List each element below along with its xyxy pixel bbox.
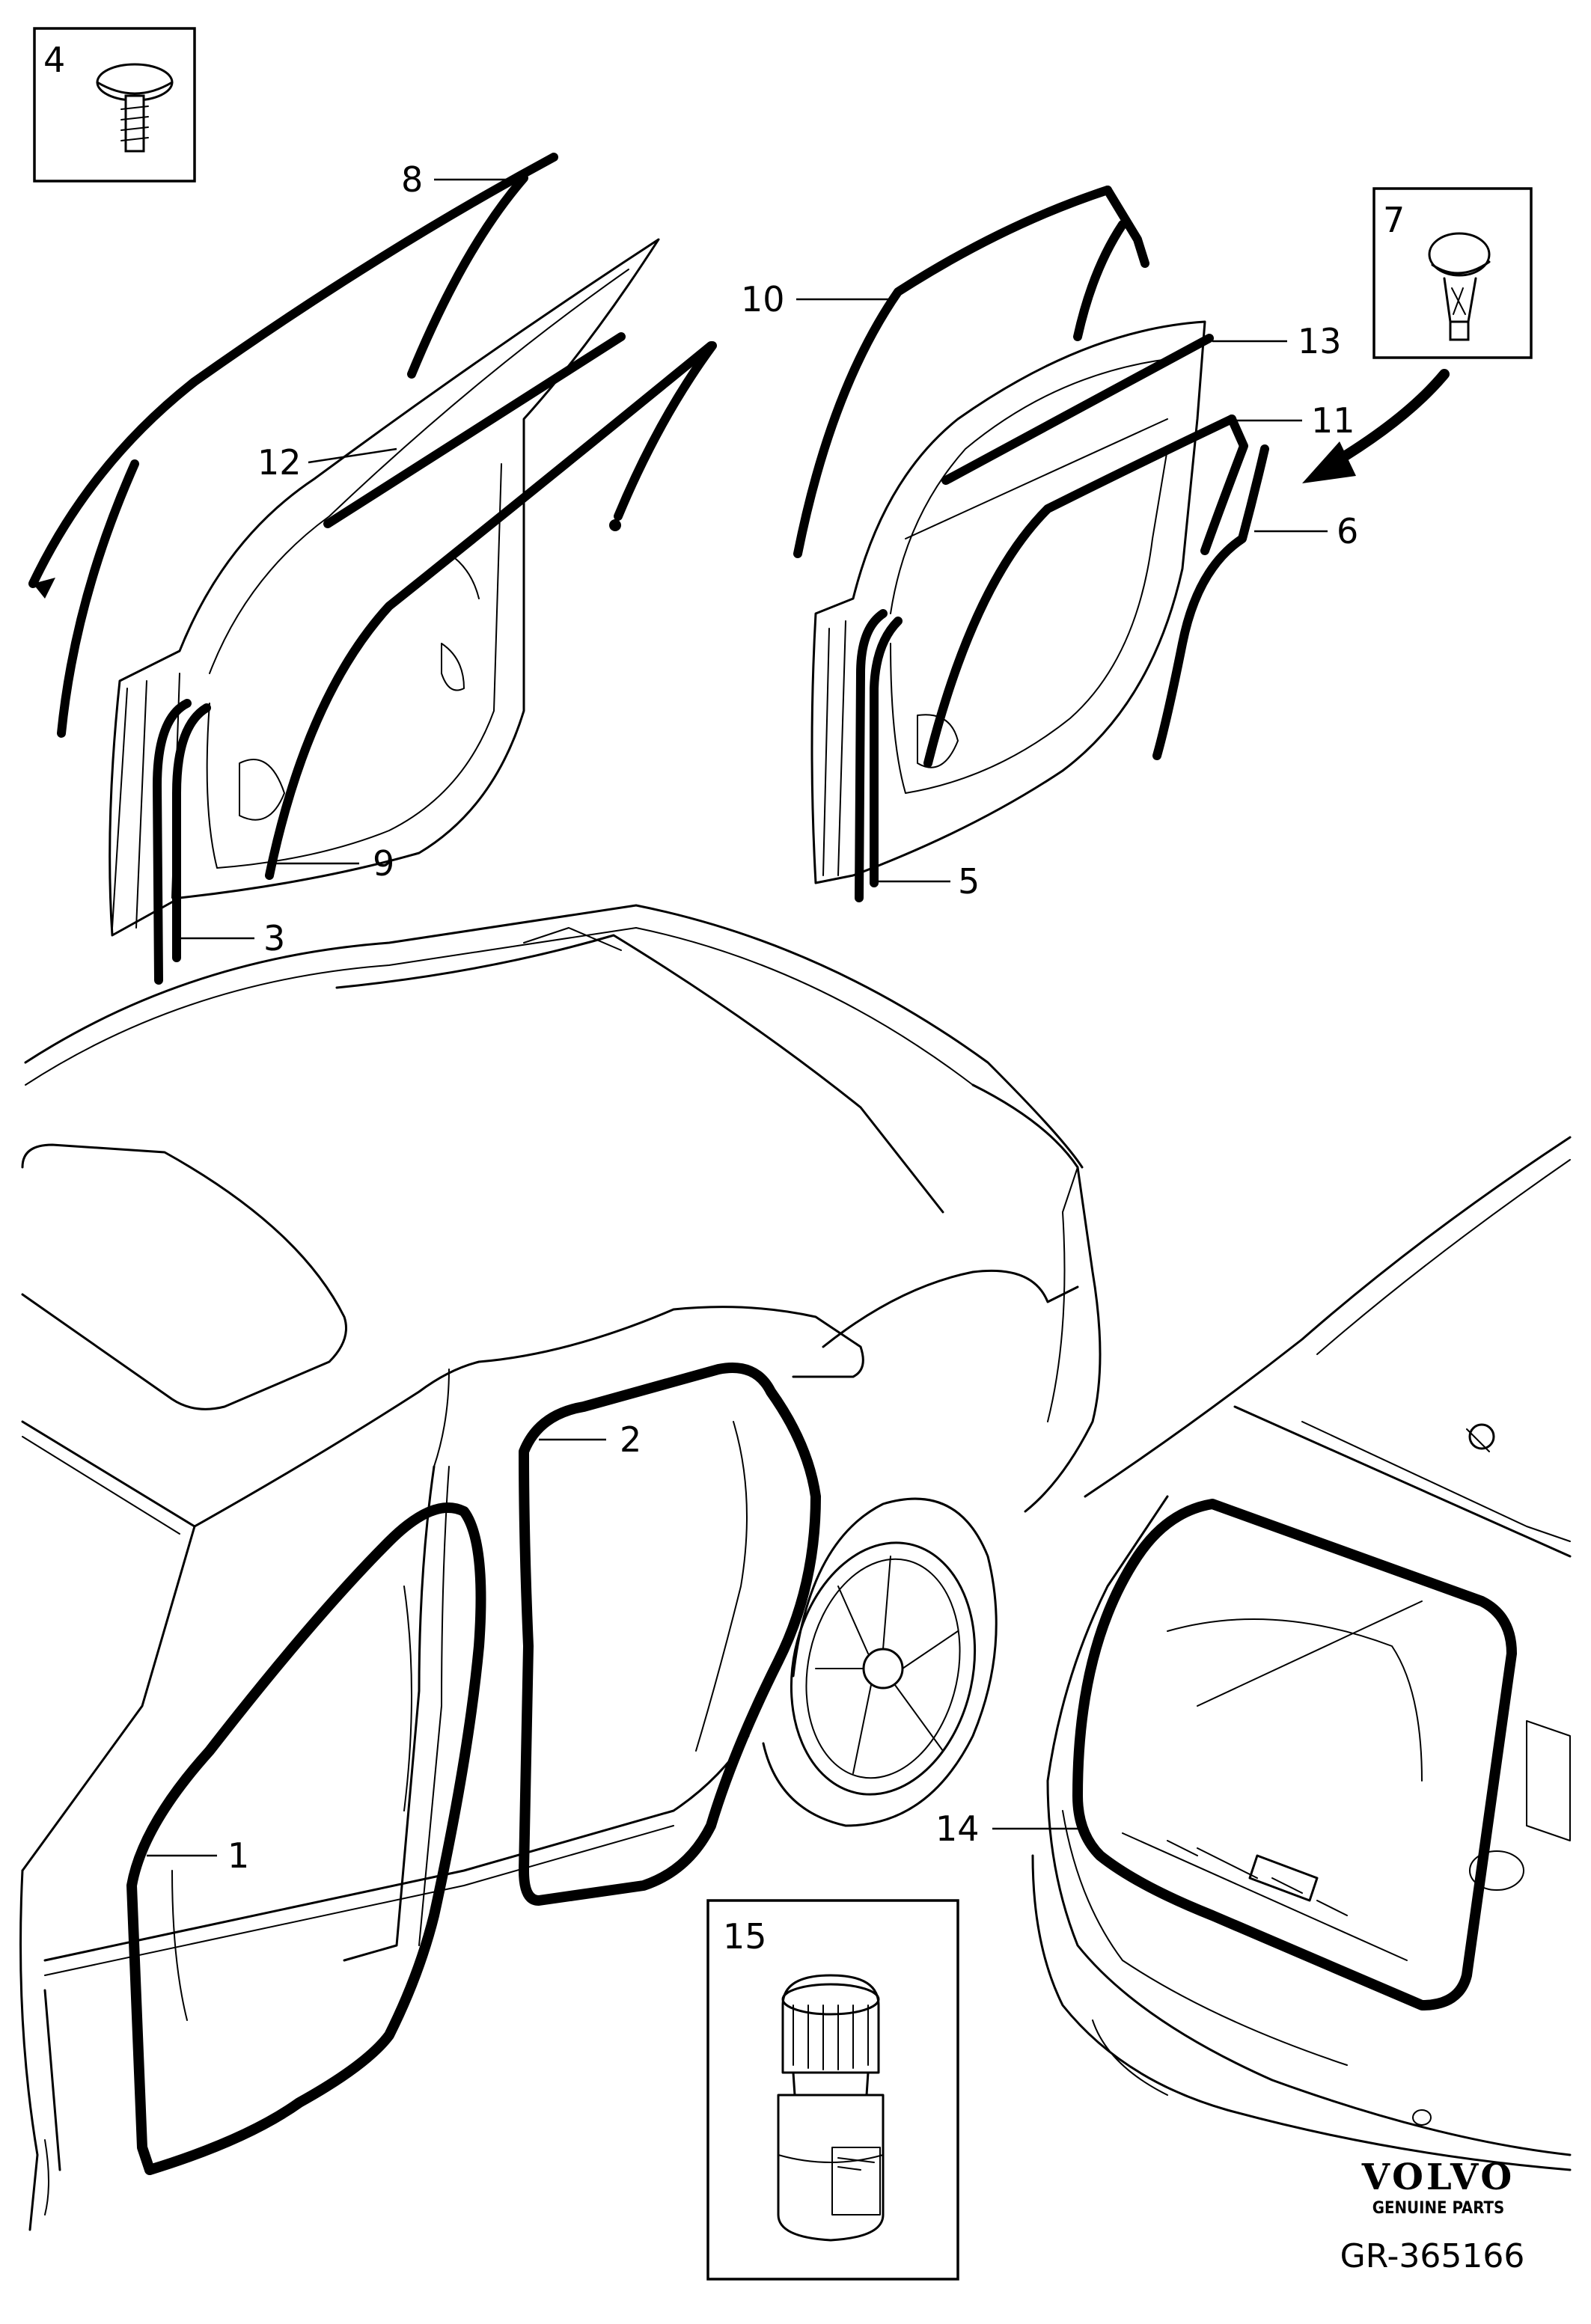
callout-13: 13 <box>1298 321 1342 361</box>
brand-subtitle: GENUINE PARTS <box>1372 2199 1505 2218</box>
callout-3: 3 <box>263 918 285 958</box>
callout-15: 15 <box>723 1916 767 1957</box>
front-door-assembly <box>28 153 717 985</box>
callout-5: 5 <box>958 861 980 902</box>
rear-door-assembly <box>793 186 1269 902</box>
tailgate-area <box>1031 1136 1572 2171</box>
clip-screw-icon <box>96 63 174 153</box>
adhesive-bottle-icon <box>777 1974 885 2242</box>
inset-part-7: 7 <box>1372 187 1533 359</box>
car-body <box>19 904 1102 2231</box>
callout-8: 8 <box>401 159 423 200</box>
callout-1: 1 <box>227 1835 249 1876</box>
callout-9: 9 <box>373 843 394 884</box>
callout-leaders: 8 12 9 3 10 13 11 6 5 2 1 14 <box>147 159 1358 1876</box>
callout-14: 14 <box>935 1808 980 1849</box>
reference-number: GR-365166 <box>1340 2237 1525 2275</box>
push-clip-icon <box>1428 232 1491 341</box>
pointer-arrow <box>1302 369 1450 483</box>
callout-2: 2 <box>620 1419 641 1460</box>
callout-6: 6 <box>1337 511 1358 551</box>
callout-12: 12 <box>257 442 302 483</box>
callout-11: 11 <box>1311 400 1355 441</box>
inset-part-4: 4 <box>33 27 196 183</box>
inset-part-15: 15 <box>706 1899 959 2281</box>
brand-block: VOLVO GENUINE PARTS GR-365166 <box>1340 2156 1525 2275</box>
brand-logo: VOLVO <box>1361 2156 1515 2198</box>
callout-7: 7 <box>1383 200 1405 240</box>
callout-10: 10 <box>741 279 785 319</box>
callout-4: 4 <box>43 40 65 80</box>
